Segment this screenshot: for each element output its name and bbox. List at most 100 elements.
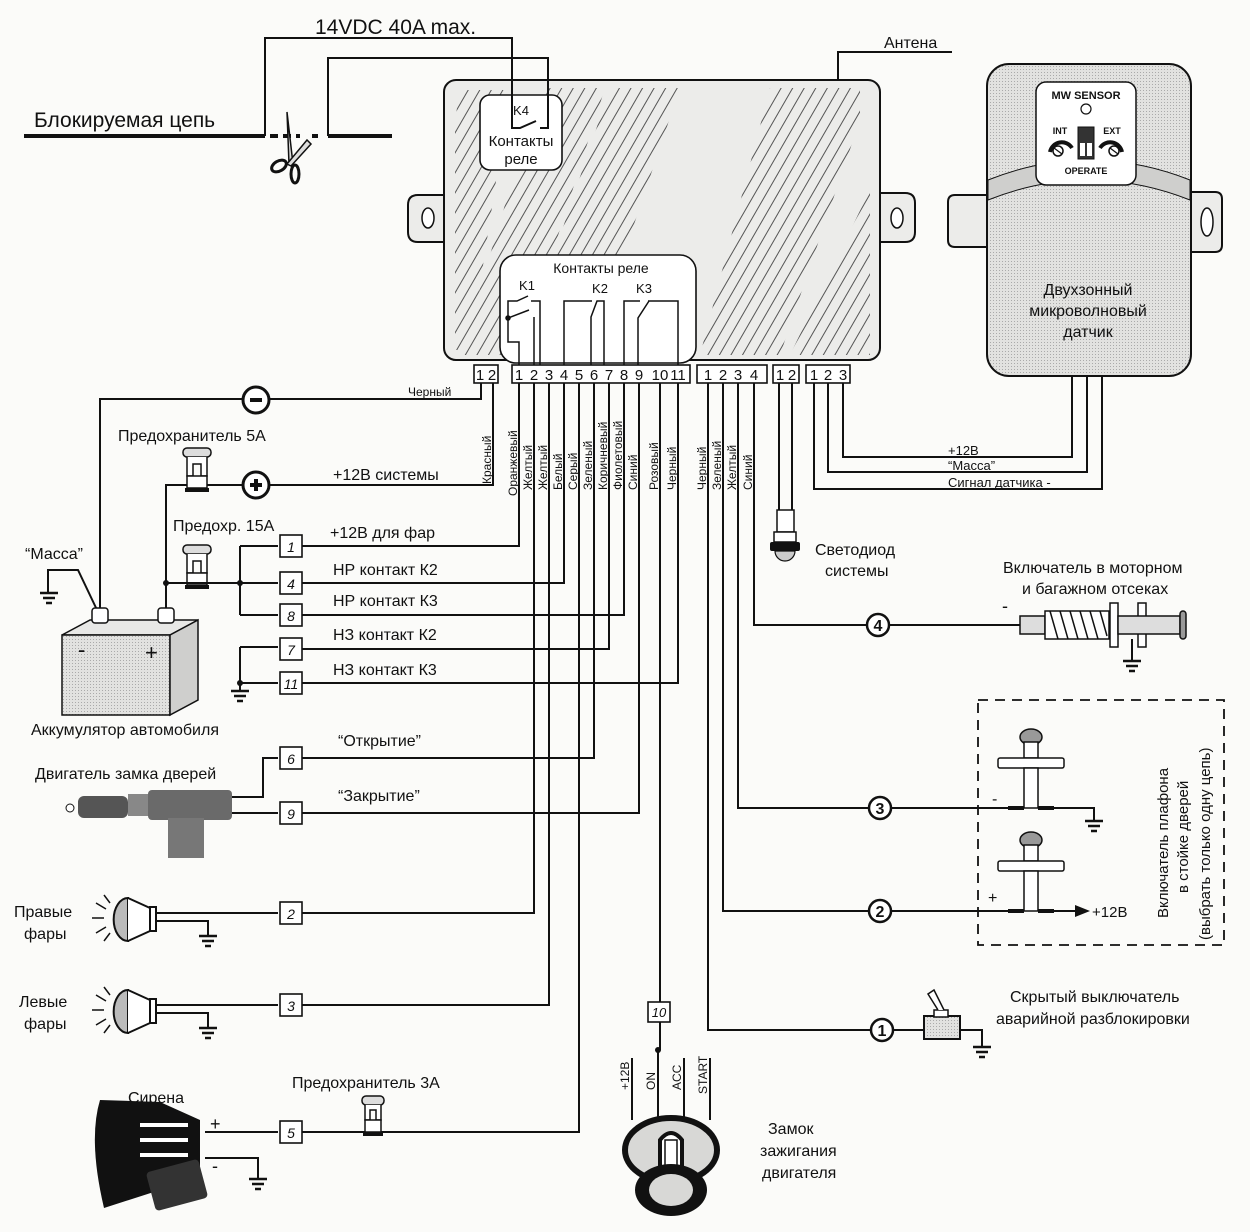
terminal-number: 6 bbox=[287, 751, 295, 767]
fuse-15a-label: Предохр. 15А bbox=[173, 518, 275, 535]
svg-text:2: 2 bbox=[488, 367, 496, 384]
fuse-15a-icon bbox=[182, 544, 212, 589]
sensor-ext-label: EXT bbox=[1103, 126, 1121, 136]
wire-color-label: Розовый bbox=[647, 442, 661, 490]
line-label: “Закрытие” bbox=[338, 788, 420, 805]
ground-icon bbox=[1085, 819, 1103, 833]
svg-text:+12В: +12В bbox=[618, 1062, 632, 1090]
svg-text:START: START bbox=[696, 1055, 710, 1094]
sensor-input-wire bbox=[753, 383, 1020, 626]
door-12v-label: +12В bbox=[1092, 904, 1127, 921]
wire-color-label: Синий bbox=[626, 455, 640, 490]
dashed-boundary bbox=[977, 699, 1225, 946]
sensor-int-label: INT bbox=[1053, 126, 1068, 136]
harness-line: 3 bbox=[279, 383, 550, 1017]
ground-icon bbox=[973, 1045, 991, 1059]
fuse-5a-icon bbox=[182, 447, 212, 492]
terminal-number: 7 bbox=[287, 642, 296, 658]
terminal-number: 3 bbox=[287, 998, 295, 1014]
sensor-title-1: Двухзонный bbox=[1044, 282, 1133, 299]
door-lock-motor-icon bbox=[65, 790, 232, 858]
line-label: НР контакт К3 bbox=[333, 593, 438, 610]
k4-caption-1: Контакты bbox=[489, 133, 554, 150]
pin-label: 3 bbox=[545, 367, 553, 384]
ignition-label-2: зажигания bbox=[760, 1143, 837, 1160]
ground-icon bbox=[40, 591, 58, 605]
antenna-label: Антена bbox=[884, 35, 937, 52]
k4-label: K4 bbox=[513, 103, 529, 118]
siren-plus: + bbox=[210, 1114, 221, 1134]
wire-color-black: Черный bbox=[408, 385, 451, 399]
wire-color-label: Коричневый bbox=[596, 422, 610, 490]
line-label: НР контакт К2 bbox=[333, 562, 438, 579]
terminal-number-box bbox=[279, 993, 303, 1017]
pin-label: 8 bbox=[620, 367, 628, 384]
svg-text:2: 2 bbox=[788, 367, 796, 384]
relay-k1-label: K1 bbox=[519, 278, 535, 293]
terminal-number: 10 bbox=[652, 1005, 667, 1020]
terminal-number-box bbox=[279, 1120, 303, 1144]
svg-text:2: 2 bbox=[719, 367, 727, 384]
operate-dip-switch[interactable] bbox=[1077, 126, 1095, 160]
terminal-number-box bbox=[279, 571, 303, 595]
terminal-number-box bbox=[279, 637, 303, 661]
toggle-switch-icon bbox=[923, 988, 961, 1040]
svg-text:1: 1 bbox=[476, 367, 484, 384]
arrow-icon bbox=[1075, 905, 1090, 917]
hood-trunk-switch: Включатель в моторном и багажном отсеках… bbox=[1002, 560, 1187, 673]
terminal-number: 4 bbox=[287, 576, 295, 592]
harness-line: 2 bbox=[279, 383, 535, 925]
k4-caption-2: реле bbox=[504, 151, 537, 168]
sensor-wire-signal bbox=[813, 376, 1103, 490]
relay-k2-label: K2 bbox=[592, 281, 608, 296]
ground-label: “Масса” bbox=[25, 546, 83, 563]
relay-contact-symbols bbox=[505, 295, 679, 368]
circle-marker-icon: 3 bbox=[867, 795, 893, 821]
int-adjust-knob[interactable] bbox=[1048, 140, 1074, 157]
svg-text:4: 4 bbox=[750, 367, 758, 384]
svg-text:+: + bbox=[145, 640, 158, 665]
door-plus: + bbox=[988, 890, 997, 907]
wire-color-label: Желтый bbox=[725, 445, 739, 490]
terminal-number: 1 bbox=[287, 539, 295, 555]
led-label-1: Светодиод bbox=[815, 542, 896, 559]
ignition-switch: +12В ON ACC START Замок зажигания двигат… bbox=[618, 1047, 837, 1216]
door-switch-group: - +12В + Включатель плафона в стойке две… bbox=[977, 699, 1225, 946]
terminal-number: 9 bbox=[287, 806, 295, 822]
harness-line: 1+12В для фар bbox=[279, 383, 520, 558]
door-switch-ground-icon bbox=[997, 728, 1065, 810]
microwave-sensor: MW SENSOR INT EXT OPERATE Двухзонный мик… bbox=[813, 63, 1223, 490]
hood-switch-label-1: Включатель в моторном bbox=[1003, 560, 1183, 577]
line-label: НЗ контакт К2 bbox=[333, 627, 437, 644]
wire-color-label: Желтый bbox=[521, 445, 535, 490]
door-lock-actuator: Двигатель замка дверей bbox=[35, 757, 278, 858]
ignition-terminal-labels: +12В ON ACC START bbox=[618, 1055, 710, 1094]
black-ground-wire bbox=[99, 383, 482, 612]
circle-marker-icon: 4 bbox=[865, 612, 891, 638]
wire-color-label: Желтый bbox=[536, 445, 550, 490]
harness-line: 5 bbox=[279, 383, 580, 1144]
siren: Сирена + - Предохранитель 3А bbox=[94, 1075, 440, 1211]
harness-line: 9 “Закрытие” bbox=[279, 383, 640, 825]
harness-line: 7 НЗ контакт К2 bbox=[279, 383, 610, 661]
circle-marker-icon: 1 bbox=[869, 1017, 895, 1043]
pin-label: 6 bbox=[590, 367, 598, 384]
hidden-override-switch: Скрытый выключатель аварийной разблокиро… bbox=[923, 988, 1190, 1059]
red-plus-wire bbox=[165, 383, 494, 612]
svg-text:1: 1 bbox=[704, 367, 712, 384]
ground-icon bbox=[199, 1026, 217, 1040]
headlight-icon bbox=[92, 986, 157, 1035]
connector-e: 1 2 3 bbox=[805, 364, 851, 384]
door-switch-plus-icon bbox=[997, 831, 1065, 913]
battery-icon: - + bbox=[61, 607, 199, 717]
sensor-wire-ground bbox=[827, 376, 1088, 473]
svg-text:3: 3 bbox=[734, 367, 742, 384]
blocked-circuit-label: Блокируемая цепь bbox=[34, 109, 215, 132]
terminal-number: 11 bbox=[284, 676, 299, 692]
svg-text:-: - bbox=[78, 637, 85, 662]
terminal-number-box bbox=[279, 603, 303, 627]
ext-adjust-knob[interactable] bbox=[1098, 140, 1124, 157]
wire-color-label: Серый bbox=[566, 453, 580, 490]
